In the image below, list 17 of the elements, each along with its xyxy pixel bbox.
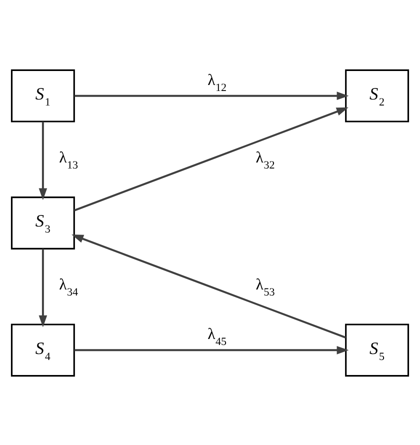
- node-box: S$_{2}$: [345, 68, 410, 122]
- node-box: S$_{3}$: [10, 196, 75, 249]
- arrow: [38, 121, 48, 200]
- edge-label: λ$_{34}$: [59, 276, 78, 298]
- edge-label: λ$_{13}$: [59, 149, 78, 172]
- edge-label: λ$_{53}$: [256, 276, 275, 298]
- arrow: [38, 248, 48, 327]
- node-box: S$_{5}$: [345, 323, 410, 376]
- edge-label: λ$_{12}$: [208, 71, 227, 94]
- edge-label: λ$_{32}$: [256, 149, 275, 172]
- arrow: [74, 346, 349, 354]
- arrow: [74, 91, 349, 100]
- node-box: S$_{4}$: [10, 323, 75, 376]
- edge-label: λ$_{45}$: [208, 326, 227, 348]
- arrow: [72, 234, 346, 338]
- arrow: [74, 106, 348, 211]
- node-box: S$_{1}$: [10, 68, 75, 122]
